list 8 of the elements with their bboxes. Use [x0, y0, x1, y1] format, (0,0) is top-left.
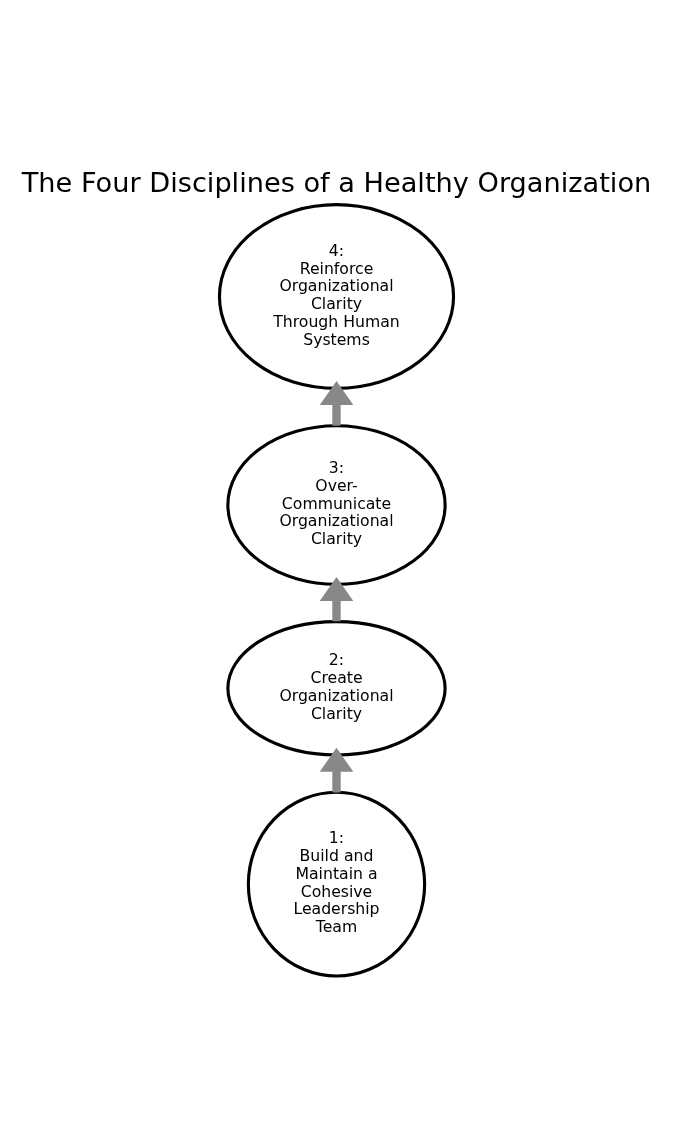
arrow: [319, 576, 354, 622]
node-ellipse: 2: Create Organizational Clarity: [226, 620, 447, 757]
arrow: [319, 747, 354, 793]
diagram-title: The Four Disciplines of a Healthy Organization: [21, 167, 652, 199]
node-ellipse: 3: Over-Communicate Organizational Clarity: [226, 424, 447, 586]
arrow: [319, 381, 354, 426]
node-ellipse: 4: Reinforce Organizational Clarity Through Human Systems: [217, 203, 456, 390]
node-circle: 1: Build and Maintain a Cohesive Leadership Team: [246, 790, 427, 978]
